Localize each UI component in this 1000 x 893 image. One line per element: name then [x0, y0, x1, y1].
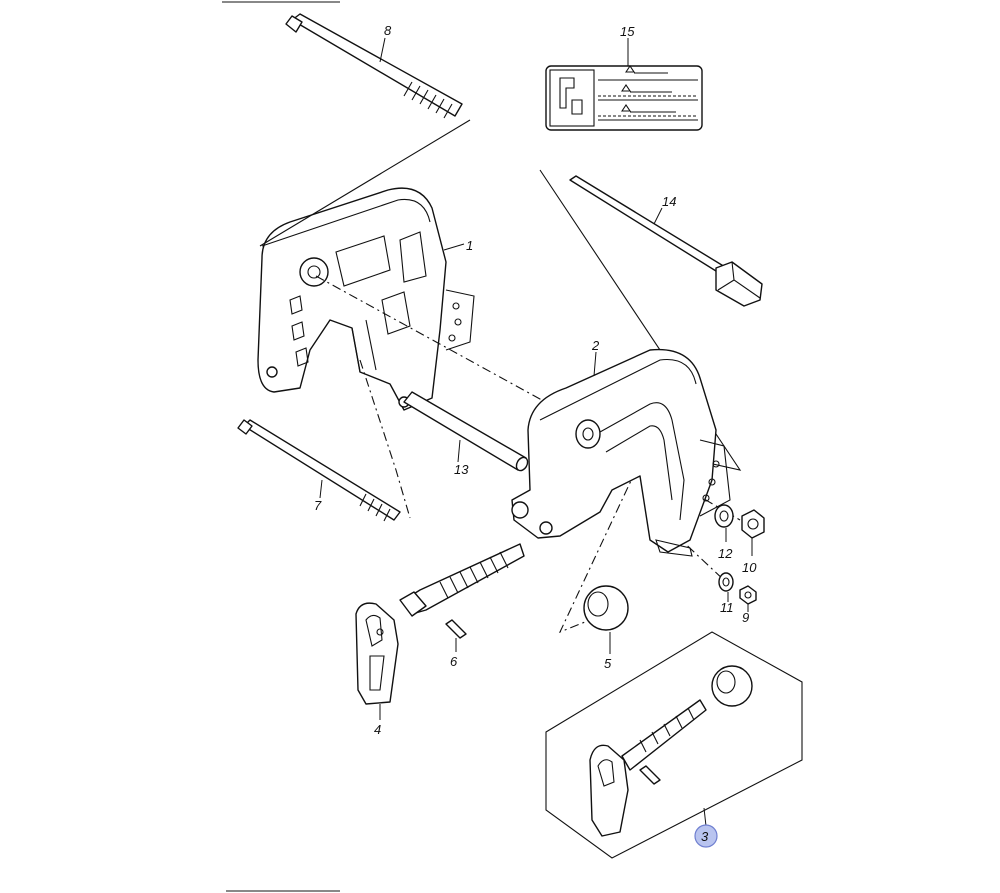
callout-8: 8 — [384, 23, 392, 38]
callout-1: 1 — [466, 238, 473, 253]
callout-14: 14 — [662, 194, 676, 209]
assembly-line-8 — [259, 119, 471, 247]
callout-3-highlight[interactable] — [694, 824, 718, 848]
part-1-clamp-bracket[interactable] — [257, 187, 475, 411]
part-6-pin[interactable] — [445, 619, 467, 639]
part-10-nut[interactable] — [741, 509, 765, 539]
part-8-bolt[interactable] — [285, 13, 463, 119]
callout-5: 5 — [604, 656, 612, 671]
clamp-screw[interactable] — [399, 543, 525, 617]
part-12-washer[interactable] — [714, 504, 734, 528]
callout-9: 9 — [742, 610, 749, 625]
part-3-screw-kit[interactable] — [545, 631, 803, 859]
callout-4: 4 — [374, 722, 381, 737]
callout-15: 15 — [620, 24, 635, 39]
callout-3: 3 — [701, 829, 709, 844]
part-4-handle[interactable] — [355, 602, 399, 705]
callout-11: 11 — [720, 600, 734, 615]
part-5-pad[interactable] — [583, 585, 629, 631]
callout-12: 12 — [718, 546, 733, 561]
part-7-bolt[interactable] — [237, 419, 401, 522]
callout-13: 13 — [454, 462, 469, 477]
callout-6: 6 — [450, 654, 458, 669]
assembly-line-7 — [359, 359, 411, 519]
part-14-rod[interactable] — [569, 175, 763, 307]
part-15-warning-label[interactable] — [545, 65, 703, 131]
part-9-nut[interactable] — [739, 585, 757, 605]
part-13-pin[interactable] — [403, 391, 530, 473]
part-2-swivel-bracket[interactable] — [511, 348, 731, 557]
callout-10: 10 — [742, 560, 757, 575]
callout-2: 2 — [591, 338, 600, 353]
part-11-washer[interactable] — [718, 572, 734, 592]
assembly-line-9-11 — [659, 519, 727, 583]
callout-7: 7 — [314, 498, 322, 513]
